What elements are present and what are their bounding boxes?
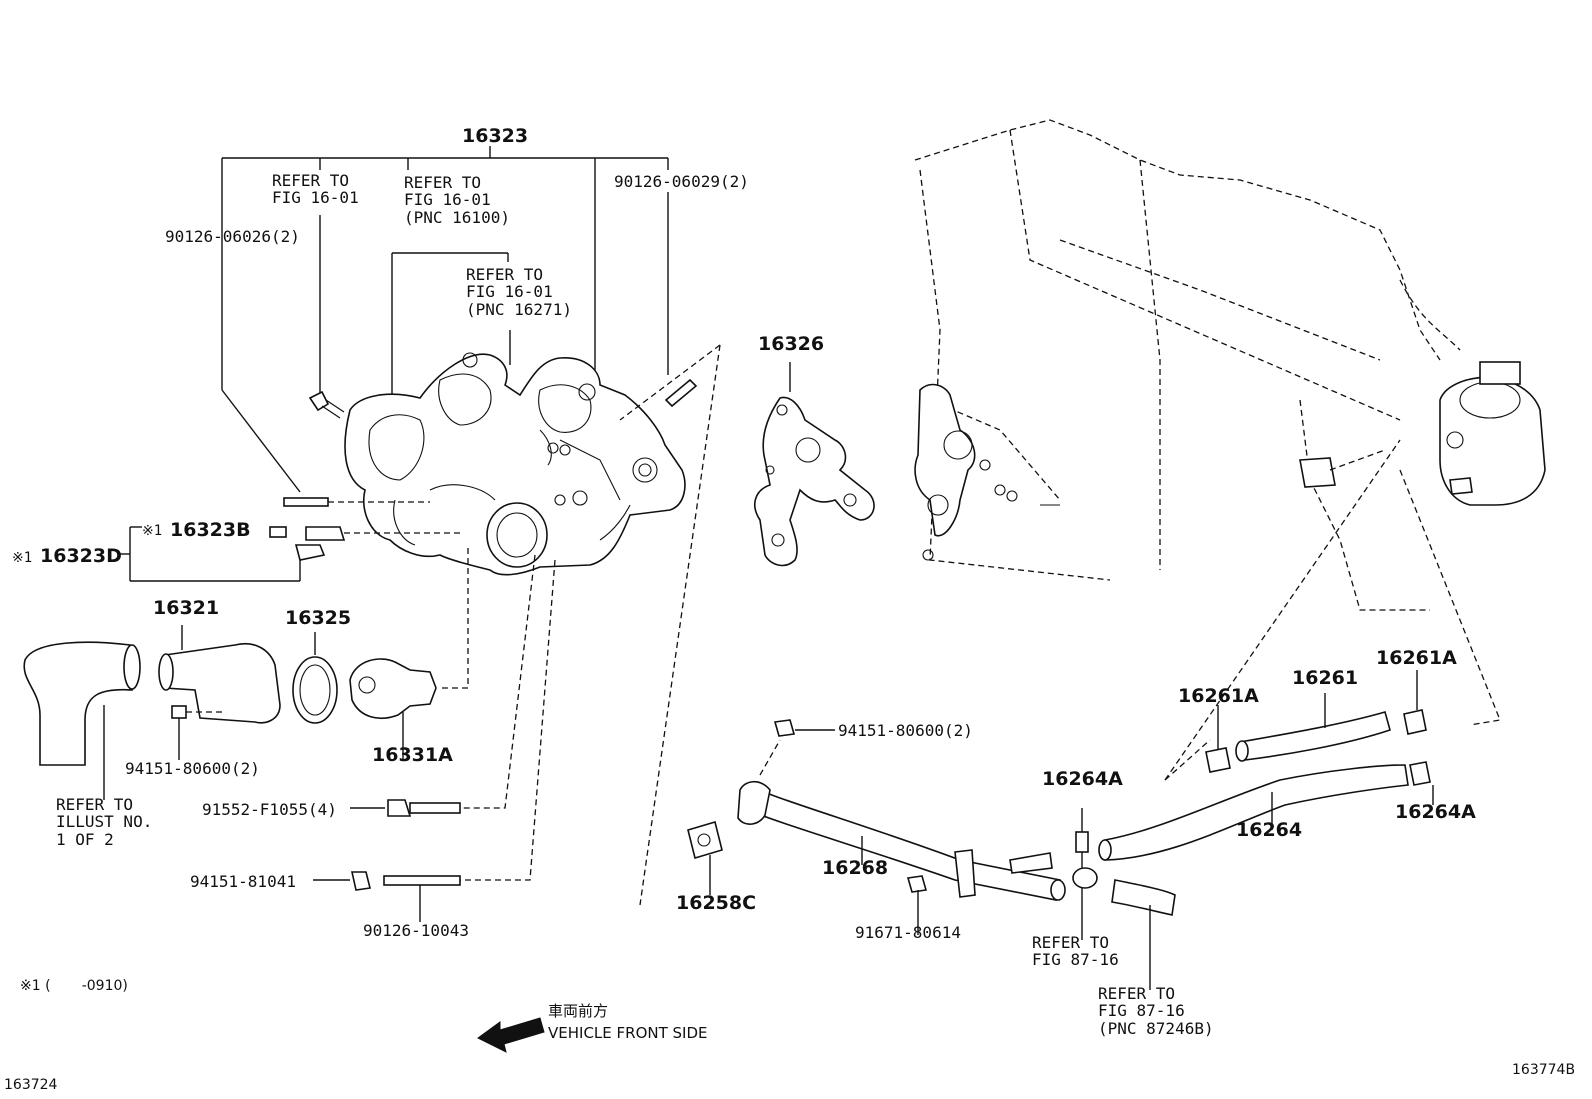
stud-90126-10043: [383, 875, 461, 922]
label-16264: 16264: [1236, 819, 1303, 841]
bolt-91671-80614: [906, 875, 928, 935]
engine-block-outline: [914, 119, 1461, 611]
label-16325: 16325: [285, 607, 352, 629]
label-16323: 16323: [462, 125, 529, 147]
label-16321: 16321: [153, 597, 220, 619]
label-91552-f1055: 91552-F1055(4): [202, 800, 337, 819]
label-16323b-mark: ※1: [142, 523, 163, 539]
label-refer-fig87-16-a: REFER TO FIG 87-16: [1032, 933, 1119, 970]
stud-left: [283, 497, 430, 507]
nut-94151-80600-b: [773, 719, 835, 737]
label-16264a-b: 16264A: [1395, 801, 1476, 823]
clamps-16261a: [1164, 439, 1427, 781]
gasket-16326: [754, 362, 875, 567]
hose-16264: [1098, 761, 1434, 861]
label-refer-illust: REFER TO ILLUST NO. 1 OF 2: [56, 795, 153, 849]
label-94151-81041: 94151-81041: [190, 872, 296, 891]
footnote: ※1 ( -0910): [20, 978, 128, 994]
label-16323d: 16323D: [40, 545, 122, 567]
label-91671-80614: 91671-80614: [855, 923, 961, 942]
throttle-body: [1299, 361, 1546, 726]
label-refer-fig16-01-a: REFER TO FIG 16-01: [272, 171, 359, 208]
bracket-16323: [221, 146, 669, 493]
label-refer-fig16-01-c: REFER TO FIG 16-01 (PNC 16271): [466, 265, 572, 319]
gasket-ring-16325: [292, 632, 338, 724]
pipe-16268: [737, 739, 1066, 901]
label-16326: 16326: [758, 333, 825, 355]
nut-94151-81041: [313, 871, 371, 891]
thermostat-16331a: [349, 658, 437, 760]
label-16261a-a: 16261A: [1178, 685, 1259, 707]
label-16264a-a: 16264A: [1042, 768, 1123, 790]
label-refer-fig16-01-b: REFER TO FIG 16-01 (PNC 16100): [404, 173, 510, 227]
label-16268: 16268: [822, 857, 889, 879]
front-arrow-icon: [477, 1017, 545, 1053]
label-16261: 16261: [1292, 667, 1359, 689]
water-inlet-16321: [158, 625, 281, 760]
label-front-jp: 車両前方: [548, 1002, 609, 1020]
label-16258c: 16258C: [676, 892, 757, 914]
bolt-upper-left: [308, 390, 345, 419]
radiator-hose: [23, 641, 141, 800]
label-90126-06029: 90126-06029(2): [614, 172, 749, 191]
label-refer-fig87-16-b: REFER TO FIG 87-16 (PNC 87246B): [1098, 984, 1214, 1038]
label-16323b: 16323B: [170, 519, 251, 541]
clamp-16264a: [1072, 808, 1176, 990]
label-front-en: VEHICLE FRONT SIDE: [548, 1024, 708, 1042]
part-16323b-16323d: [119, 526, 460, 582]
code-right: 163774B: [1512, 1062, 1576, 1078]
label-16261a-b: 16261A: [1376, 647, 1457, 669]
label-16323d-mark: ※1: [12, 550, 33, 566]
stud-upper-right: [664, 378, 698, 408]
code-left: 163724: [4, 1077, 58, 1093]
label-94151-80600-b: 94151-80600(2): [838, 721, 973, 740]
label-90126-10043: 90126-10043: [363, 921, 469, 940]
water-pump-body: [344, 352, 686, 576]
label-90126-06026: 90126-06026(2): [165, 227, 300, 246]
bolt-91552: [350, 799, 461, 817]
label-94151-80600-a: 94151-80600(2): [125, 759, 260, 778]
hose-16261: [1235, 693, 1391, 762]
gasket-16258c: [687, 820, 723, 895]
dashed-leaders-pump: [440, 344, 721, 906]
label-16331a: 16331A: [372, 744, 453, 766]
